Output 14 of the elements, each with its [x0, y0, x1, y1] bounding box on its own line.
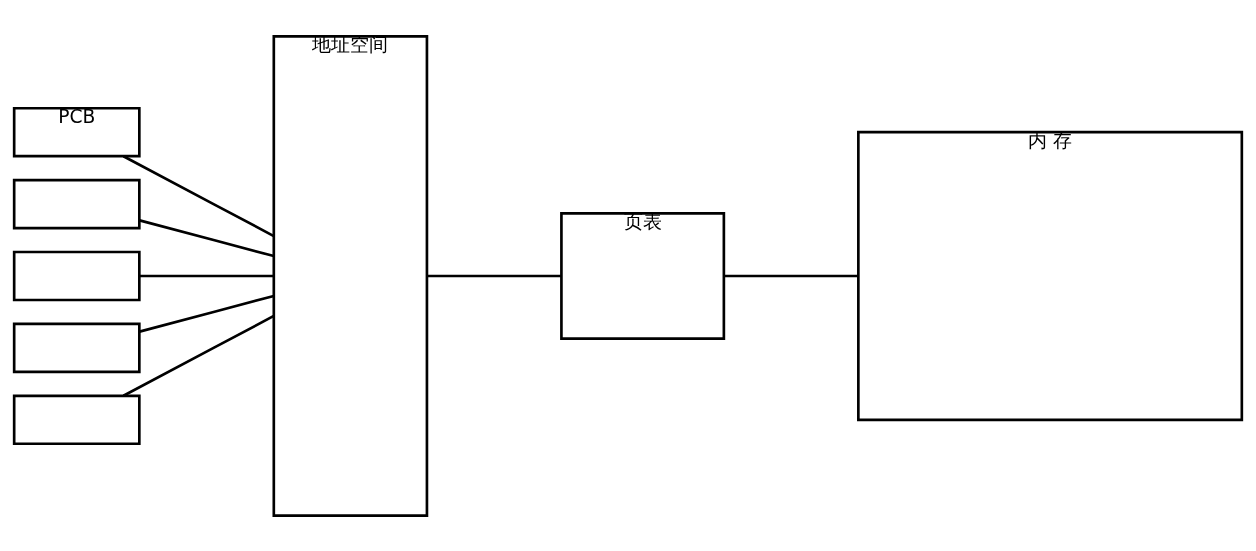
connector	[427, 274, 562, 277]
connector	[723, 274, 859, 277]
node-box	[12, 322, 141, 373]
connector	[139, 218, 275, 257]
connector	[139, 274, 274, 277]
connector	[139, 294, 275, 333]
connector	[122, 154, 275, 237]
node-box	[12, 178, 141, 229]
node-box	[12, 394, 141, 445]
node-box: 页表	[560, 211, 726, 340]
node-box: PCB	[12, 106, 141, 157]
connector	[122, 314, 275, 397]
node-box	[12, 250, 141, 301]
node-box: 内 存	[857, 130, 1244, 421]
